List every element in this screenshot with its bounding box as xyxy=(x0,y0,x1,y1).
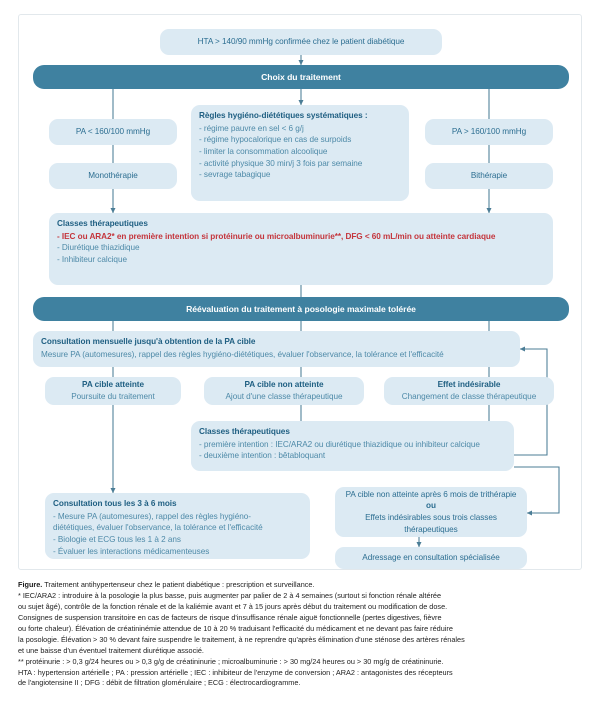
node-adressage-consultation-specialisee: Adressage en consultation spécialisée xyxy=(335,547,527,569)
classes1-heading: Classes thérapeutiques xyxy=(57,219,148,228)
classes1-item: - Diurétique thiazidique xyxy=(57,243,140,253)
node-effet-indesirable: Effet indésirable Changement de classe t… xyxy=(384,377,554,405)
caption-line: Consignes de suspension transitoire en c… xyxy=(18,612,442,622)
entry-label: HTA > 140/90 mmHg confirmée chez le pati… xyxy=(197,37,405,47)
hygiene-item: - activité physique 30 min/j 3 fois par … xyxy=(199,158,363,168)
failure-line1: PA cible non atteinte après 6 mois de tr… xyxy=(345,489,517,499)
classes1-item-primary: - IEC ou ARA2* en première intention si … xyxy=(57,231,496,241)
monotherapie-label: Monothérapie xyxy=(88,171,138,181)
target-reached-heading: PA cible atteinte xyxy=(82,380,144,390)
classes2-item: - deuxième intention : bêtabloquant xyxy=(199,451,326,461)
caption-line: ** protéinurie : > 0,3 g/24 heures ou > … xyxy=(18,656,444,666)
choix-traitement-label: Choix du traitement xyxy=(261,71,341,82)
node-reevaluation-bar: Réévaluation du traitement à posologie m… xyxy=(33,297,569,321)
failure-ou: ou xyxy=(426,501,436,511)
target-not-reached-heading: PA cible non atteinte xyxy=(244,380,324,390)
hygiene-item: - régime hypocalorique en cas de surpoid… xyxy=(199,135,352,145)
caption-line: HTA : hypertension artérielle ; PA : pre… xyxy=(18,667,453,677)
node-pa-cible-non-atteinte: PA cible non atteinte Ajout d'une classe… xyxy=(204,377,364,405)
adverse-sub: Changement de classe thérapeutique xyxy=(401,392,537,401)
hygiene-item: - sevrage tabagique xyxy=(199,170,271,180)
classes2-item: - première intention : IEC/ARA2 ou diuré… xyxy=(199,439,480,449)
followup-item: - Mesure PA (automesures), rappel des rè… xyxy=(53,511,251,521)
followup-item: - Biologie et ECG tous les 1 à 2 ans xyxy=(53,534,181,544)
figure-title: Traitement antihypertenseur chez le pati… xyxy=(42,580,315,589)
classes1-item: - Inhibiteur calcique xyxy=(57,254,127,264)
followup-item: diététiques, évaluer l'observance, la to… xyxy=(53,523,263,533)
followup-heading: Consultation tous les 3 à 6 mois xyxy=(53,499,177,508)
node-entry: HTA > 140/90 mmHg confirmée chez le pati… xyxy=(160,29,442,55)
pa-high-label: PA > 160/100 mmHg xyxy=(451,127,527,137)
connector-layer xyxy=(110,55,560,548)
caption-line: ou forte chaleur). Élévation de créatini… xyxy=(18,623,453,633)
hygiene-heading: Règles hygiéno-diététiques systématiques… xyxy=(199,111,368,120)
target-not-reached-sub: Ajout d'une classe thérapeutique xyxy=(225,392,343,401)
caption-line: ou sujet âgé), contrôle de la fonction r… xyxy=(18,601,448,611)
failure-line3: thérapeutiques xyxy=(404,524,458,534)
node-choix-traitement: Choix du traitement xyxy=(33,65,569,89)
classes2-heading: Classes thérapeutiques xyxy=(199,427,290,436)
bitherapie-label: Bithérapie xyxy=(470,171,508,181)
figure-label: Figure. xyxy=(18,580,43,589)
node-consultation-mensuelle: Consultation mensuelle jusqu'à obtention… xyxy=(33,331,520,367)
target-reached-sub: Poursuite du traitement xyxy=(71,392,155,401)
node-pa-cible-atteinte: PA cible atteinte Poursuite du traitemen… xyxy=(45,377,181,405)
reevaluation-label: Réévaluation du traitement à posologie m… xyxy=(186,303,416,314)
hygiene-item: - régime pauvre en sel < 6 g/j xyxy=(199,123,304,133)
caption-line: la posologie. Élévation > 30 % devant fa… xyxy=(18,634,465,644)
caption-line: * IEC/ARA2 : introduire à la posologie l… xyxy=(18,590,442,600)
caption-line: de l'angiotensine II ; DFG : débit de fi… xyxy=(18,678,301,688)
monthly-sub: Mesure PA (automesures), rappel des règl… xyxy=(41,349,444,359)
node-echec-trotherapie: PA cible non atteinte après 6 mois de tr… xyxy=(335,487,527,537)
node-classes-therapeutiques-2: Classes thérapeutiques - première intent… xyxy=(191,421,514,471)
node-regles-hygieno-dietetiques: Règles hygiéno-diététiques systématiques… xyxy=(191,105,409,201)
adverse-heading: Effet indésirable xyxy=(437,380,501,390)
monthly-heading: Consultation mensuelle jusqu'à obtention… xyxy=(41,337,256,346)
referral-label: Adressage en consultation spécialisée xyxy=(362,553,500,563)
followup-item: - Évaluer les interactions médicamenteus… xyxy=(53,546,210,556)
node-consultation-3-6-mois: Consultation tous les 3 à 6 mois - Mesur… xyxy=(45,493,310,559)
failure-line2: Effets indésirables sous trois classes xyxy=(365,513,497,522)
node-monotherapie: Monothérapie xyxy=(49,163,177,189)
flowchart-container: HTA > 140/90 mmHg confirmée chez le pati… xyxy=(18,14,582,570)
hygiene-item: - limiter la consommation alcoolique xyxy=(199,146,328,156)
caption-line: et une baisse d'un éventuel traitement d… xyxy=(18,645,204,655)
pa-low-label: PA < 160/100 mmHg xyxy=(75,127,151,137)
node-bitherapie: Bithérapie xyxy=(425,163,553,189)
caption-title-line: Figure. Traitement antihypertenseur chez… xyxy=(18,580,582,591)
node-classes-therapeutiques-1: Classes thérapeutiques - IEC ou ARA2* en… xyxy=(49,213,553,285)
figure-caption: Figure. Traitement antihypertenseur chez… xyxy=(18,580,582,689)
node-pa-high: PA > 160/100 mmHg xyxy=(425,119,553,145)
node-pa-low: PA < 160/100 mmHg xyxy=(49,119,177,145)
